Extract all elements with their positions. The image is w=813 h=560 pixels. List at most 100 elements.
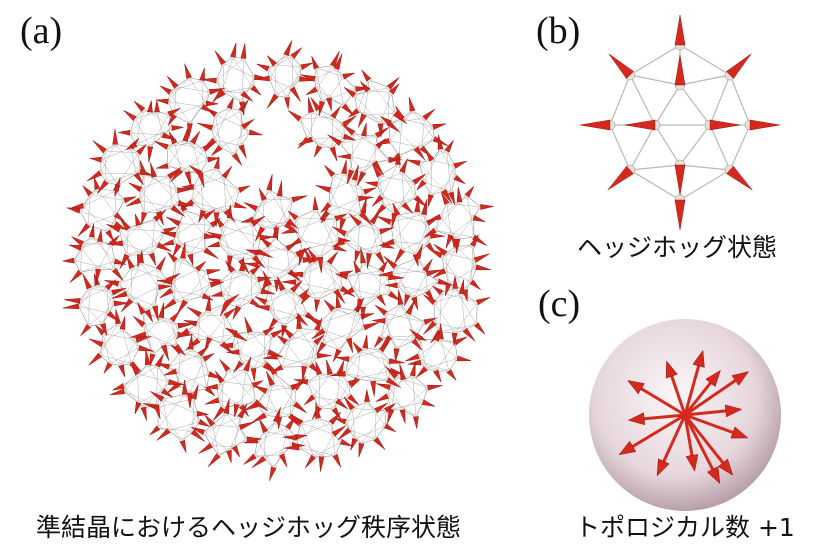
spin-arrow <box>413 416 419 429</box>
topology-arrow-shaft <box>683 414 695 460</box>
spin-arrow <box>100 322 108 336</box>
spin-arrow <box>383 423 397 433</box>
spin-arrow <box>254 305 270 311</box>
spin-arrow <box>198 419 210 427</box>
spin-arrow <box>408 96 416 112</box>
spin-arrow <box>203 233 219 239</box>
spin-arrow <box>243 356 252 372</box>
spin-arrow <box>251 255 265 269</box>
spin-arrow <box>378 260 388 273</box>
spin-arrow <box>385 366 399 379</box>
spin-arrow <box>405 299 415 315</box>
spin-arrow <box>377 123 384 138</box>
spin-arrow <box>176 299 188 315</box>
spin-arrow <box>223 307 236 319</box>
spin-arrow <box>141 211 148 225</box>
spin-arrow <box>317 256 324 273</box>
spin-arrow <box>95 268 101 284</box>
spin-arrow <box>62 257 75 264</box>
spin-arrow <box>259 234 275 241</box>
spin-arrow <box>118 129 131 136</box>
spin-arrow <box>268 317 278 331</box>
spin-arrow <box>373 204 387 218</box>
spin-arrow <box>276 180 283 197</box>
spin-arrow <box>414 196 420 213</box>
spin-arrow <box>427 214 442 222</box>
spin-arrow <box>348 108 360 118</box>
spin-arrow <box>219 359 231 372</box>
spin-arrow <box>342 286 355 296</box>
spin-arrow <box>147 100 153 113</box>
spin-arrow <box>156 242 172 252</box>
spin-arrow <box>109 388 125 396</box>
spin-arrow <box>266 174 273 191</box>
spin-arrow <box>422 108 436 121</box>
spin-arrow <box>375 393 389 402</box>
spin-arrow <box>202 209 216 220</box>
hedgehog-arrow <box>726 165 753 191</box>
spin-arrow <box>238 258 250 274</box>
spin-arrow <box>335 294 342 309</box>
spin-arrow <box>188 334 194 350</box>
spin-arrow <box>413 195 428 208</box>
spin-arrow <box>260 288 276 295</box>
spin-arrow <box>190 429 205 442</box>
spin-arrow <box>168 379 185 386</box>
spin-arrow <box>182 127 189 142</box>
spin-arrow <box>425 269 443 277</box>
spin-arrow <box>89 156 102 163</box>
spin-arrow <box>453 174 466 185</box>
spin-arrow <box>94 177 101 190</box>
spin-arrow <box>139 169 153 176</box>
spin-arrow <box>154 140 169 150</box>
spin-arrow <box>64 298 81 304</box>
spin-arrow <box>427 194 434 207</box>
spin-arrow <box>399 158 408 174</box>
spin-arrow <box>303 248 314 264</box>
topology-arrow-shaft <box>669 371 687 416</box>
spin-arrow <box>204 385 216 397</box>
spin-arrow <box>237 403 248 419</box>
spin-arrow <box>161 132 177 141</box>
spin-arrow <box>304 394 316 406</box>
spin-arrow <box>397 289 404 305</box>
spin-arrow <box>273 407 281 423</box>
spin-arrow <box>211 291 223 297</box>
topology-arrow-head <box>706 466 721 485</box>
spin-arrow <box>160 344 170 361</box>
spin-arrow <box>160 232 177 238</box>
hedgehog-arrow <box>674 54 686 86</box>
spin-arrow <box>356 171 366 187</box>
spin-arrow <box>170 168 184 183</box>
spin-arrow <box>395 105 405 121</box>
spin-arrow <box>289 86 301 102</box>
spin-arrow <box>266 361 278 376</box>
spin-arrow <box>77 223 91 237</box>
spin-arrow <box>97 229 103 242</box>
spin-arrow <box>68 244 82 251</box>
spin-arrow <box>163 226 177 235</box>
spin-arrow <box>414 244 423 260</box>
spin-arrow <box>255 226 266 242</box>
spin-arrow <box>409 361 416 377</box>
spin-arrow <box>287 110 302 122</box>
spin-arrow <box>112 129 118 145</box>
spin-arrow <box>204 414 216 427</box>
spin-arrow <box>305 86 318 96</box>
spin-arrow <box>125 141 138 150</box>
spin-arrow <box>266 370 275 387</box>
topology-arrow-shaft <box>683 361 702 416</box>
spin-arrow <box>384 403 396 413</box>
spin-arrow <box>341 103 355 116</box>
topology-arrow-head <box>627 412 646 426</box>
spin-arrow <box>213 156 220 170</box>
spin-arrow <box>470 234 479 247</box>
spin-arrow <box>346 169 355 185</box>
spin-arrow <box>376 294 386 307</box>
spin-arrow <box>358 113 367 128</box>
spin-arrow <box>137 254 143 268</box>
spin-arrow <box>108 235 120 247</box>
spin-arrow <box>80 323 92 336</box>
spin-arrow <box>129 361 142 372</box>
spin-arrow <box>372 194 384 207</box>
